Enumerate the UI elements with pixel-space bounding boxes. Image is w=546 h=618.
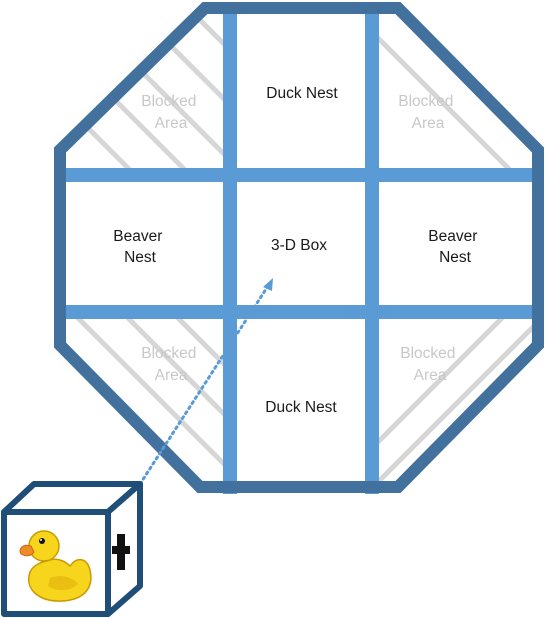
- middle-left-label: Beaver Nest: [113, 228, 166, 266]
- top-right-label: Blocked Area: [398, 93, 457, 132]
- blocked-hatching-top-right: [372, 8, 538, 172]
- top-left-label: Blocked Area: [141, 93, 200, 132]
- middle-right-label: Beaver Nest: [428, 228, 481, 266]
- movement-path: [138, 284, 270, 486]
- grid-vertical-right: [365, 4, 379, 494]
- grid-vertical-left: [223, 4, 237, 494]
- bottom-left-label: Blocked Area: [141, 345, 200, 384]
- grid-lines: [55, 4, 543, 494]
- center-label: 3-D Box: [271, 237, 327, 254]
- bottom-center-label: Duck Nest: [265, 399, 337, 416]
- grid-horizontal-bottom: [55, 305, 543, 319]
- movement-arrowhead: [263, 278, 273, 291]
- plus-icon: [112, 534, 130, 570]
- blocked-hatching-bottom-right: [372, 312, 538, 487]
- rubber-duck-icon: [19, 530, 92, 602]
- enclosure-outline: [54, 1, 544, 493]
- bottom-right-label: Blocked Area: [400, 345, 459, 384]
- top-center-label: Duck Nest: [266, 85, 338, 102]
- grid-horizontal-top: [55, 168, 543, 182]
- three-d-box: [1, 481, 143, 617]
